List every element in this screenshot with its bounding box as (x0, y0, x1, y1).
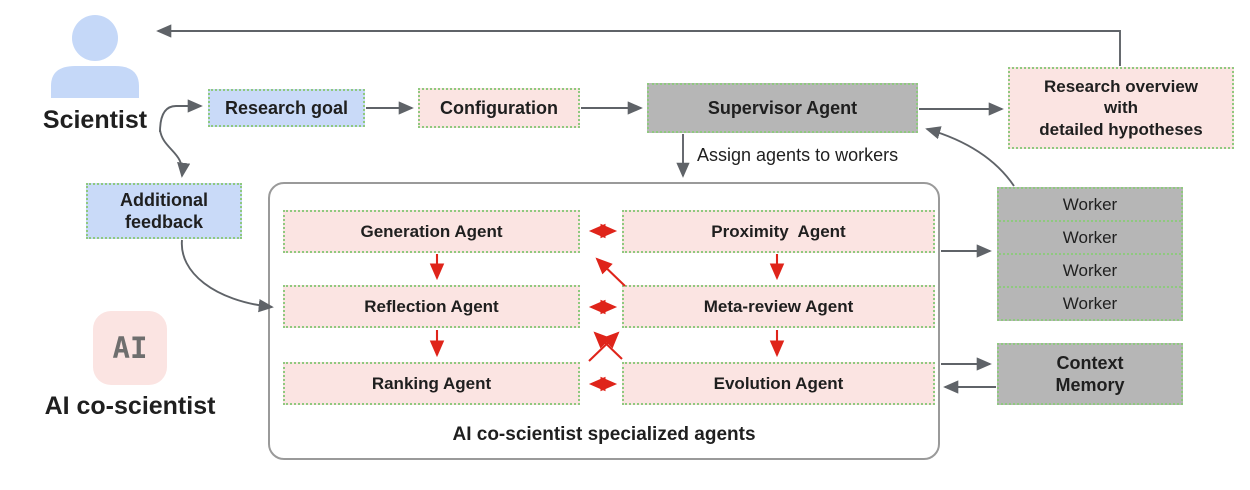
arrow-overview-to-scientist (156, 24, 1121, 66)
scientist-person-icon (51, 15, 139, 98)
reflection-agent-node: Reflection Agent (283, 285, 580, 328)
additional-feedback-node: Additional feedback (86, 183, 242, 239)
context-memory-node: Context Memory (997, 343, 1183, 405)
research-goal-label: Research goal (224, 97, 349, 118)
ai-chip-icon: AI (93, 311, 167, 385)
ai-chip-text: AI (112, 331, 148, 365)
ranking-agent-node: Ranking Agent (283, 362, 580, 405)
research-overview-label: Research overview with detailed hypothes… (1039, 77, 1203, 139)
supervisor-agent-label: Supervisor Agent (707, 97, 858, 118)
arrow-scientist-to-additional-feedback (159, 129, 191, 178)
supervisor-agent-node: Supervisor Agent (647, 83, 918, 133)
worker-node: Worker (1062, 194, 1118, 214)
evolution-agent-label: Evolution Agent (713, 373, 844, 393)
additional-feedback-label: Additional feedback (120, 189, 208, 233)
worker-node: Worker (999, 220, 1181, 253)
agents-panel-caption: AI co-scientist specialized agents (452, 424, 756, 445)
research-overview-node: Research overview with detailed hypothes… (1008, 67, 1234, 149)
proximity-agent-node: Proximity Agent (622, 210, 935, 253)
context-memory-label: Context Memory (1055, 352, 1125, 396)
meta-review-agent-node: Meta-review Agent (622, 285, 935, 328)
reflection-agent-label: Reflection Agent (364, 296, 499, 316)
scientist-label: Scientist (42, 106, 148, 134)
evolution-agent-node: Evolution Agent (622, 362, 935, 405)
arrow-worker-to-supervisor (925, 126, 1015, 187)
ranking-agent-label: Ranking Agent (371, 373, 492, 393)
proximity-agent-label: Proximity Agent (711, 221, 846, 241)
generation-agent-node: Generation Agent (283, 210, 580, 253)
configuration-label: Configuration (440, 97, 558, 118)
worker-node: Worker (999, 253, 1181, 286)
research-goal-node: Research goal (208, 89, 365, 127)
arrow-additional-feedback-to-reflection (181, 239, 274, 313)
ai-co-scientist-label: AI co-scientist (44, 392, 216, 420)
assign-agents-caption: Assign agents to workers (697, 145, 899, 165)
generation-agent-label: Generation Agent (360, 221, 503, 241)
configuration-node: Configuration (418, 88, 580, 128)
meta-review-agent-label: Meta-review Agent (703, 296, 854, 316)
worker-node: Worker (999, 286, 1181, 319)
worker-stack: Worker Worker Worker Worker (997, 187, 1183, 321)
